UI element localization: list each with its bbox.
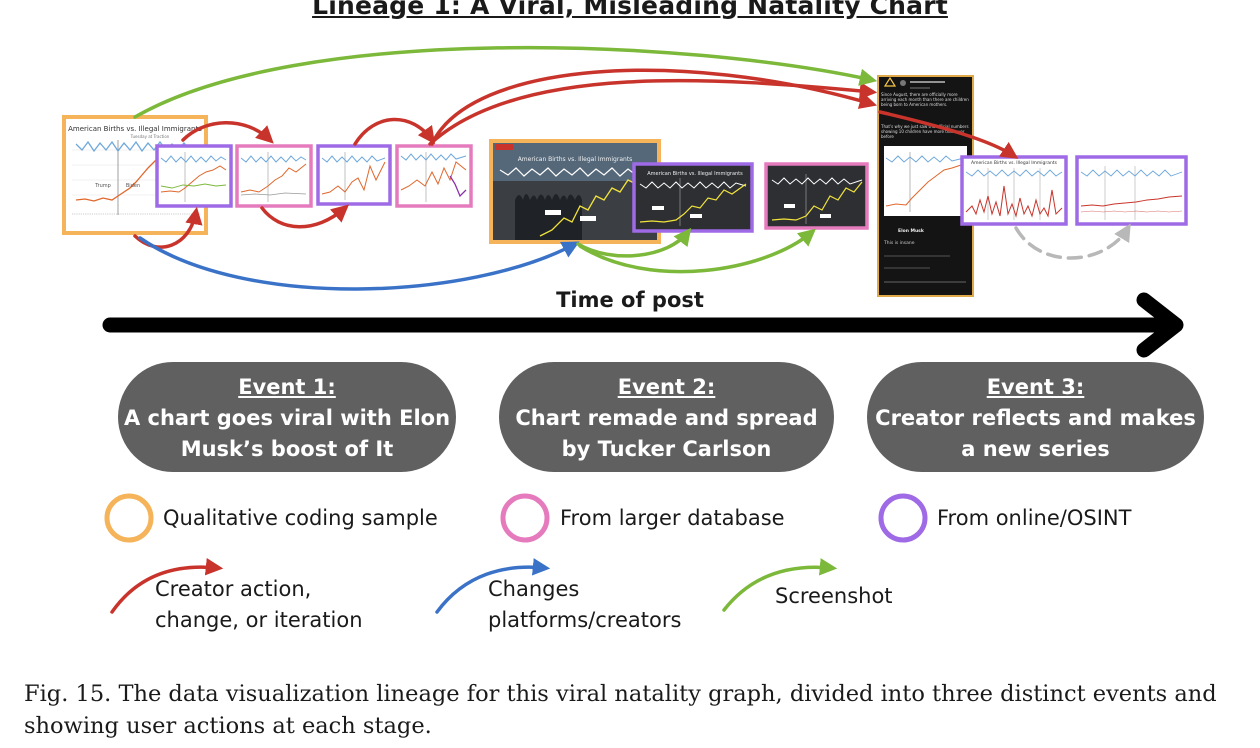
legend-arrow-blue (435, 558, 551, 614)
event-3-line2: a new series (961, 437, 1110, 461)
event-2-line1: Chart remade and spread (515, 406, 818, 430)
figure-title: Lineage 1: A Viral, Misleading Natality … (312, 0, 948, 20)
event-2-line2: by Tucker Carlson (561, 437, 772, 461)
creator-action-arrows (133, 68, 1019, 249)
new-series-title: American Births vs. Illegal Immigrants (971, 160, 1058, 166)
trump-label: Trump (94, 183, 111, 189)
thumbnail-dark-chart-2 (764, 162, 869, 230)
changes-platforms-arrow (138, 236, 580, 291)
event-2-pill: Event 2: Chart remade and spread by Tuck… (499, 362, 834, 472)
legend-symbols (104, 493, 928, 614)
thumbnail-dark-chart-1: American Births vs. Illegal Immigrants (632, 162, 754, 233)
reply-author: Elon Musk (898, 228, 925, 234)
event-1-heading: Event 1: (238, 375, 336, 399)
tweet-screenshot: Since August, there are officially more … (877, 75, 974, 297)
event-3-line1: Creator reflects and makes (875, 406, 1196, 430)
legend-label-qualitative: Qualitative coding sample (163, 506, 438, 530)
legend-circle-purple (878, 493, 928, 543)
legend-changes-line1: Changes (488, 577, 580, 601)
remake-chart-title: American Births vs. Illegal Immigrants (518, 156, 633, 163)
time-of-post-label: Time of post (556, 288, 704, 312)
thumbnail-new-series-2 (1075, 155, 1188, 226)
event-3-heading: Event 3: (986, 375, 1085, 399)
biden-label: Biden (126, 183, 140, 189)
figure-caption: Fig. 15. The data visualization lineage … (24, 681, 1217, 739)
thumbnail-iteration-2 (155, 144, 233, 208)
event-3-pill: Event 3: Creator reflects and makes a ne… (867, 362, 1204, 472)
legend-circle-pink (500, 493, 550, 543)
original-chart-subtitle: Tuesday at Traction (130, 134, 170, 139)
screenshot-arrows (133, 45, 878, 274)
lineage-diagram: American Births vs. Illegal Immigrants T… (62, 45, 1188, 614)
original-chart-title: American Births vs. Illegal Immigrants (68, 125, 202, 133)
legend-label-database: From larger database (560, 506, 785, 530)
legend-label-osint: From online/OSINT (937, 506, 1132, 530)
event-2-heading: Event 2: (617, 375, 716, 399)
legend-changes-line2: platforms/creators (488, 608, 682, 632)
dark-chart-title: American Births vs. Illegal Immigrants (647, 171, 743, 177)
thumbnail-iteration-4 (316, 144, 392, 206)
legend-arrow-green (722, 558, 838, 612)
tweet-text: Since August, there are officially more … (881, 92, 969, 107)
thumbnail-iteration-5 (395, 144, 473, 208)
legend-label-changes-platforms: Changes platforms/creators (488, 574, 681, 636)
tweet-text-2: That's why we just saw the official numb… (881, 124, 969, 139)
legend-label-creator-action: Creator action, change, or iteration (155, 574, 363, 636)
reply-text: This is insane (883, 240, 915, 246)
thumbnail-remake-photo: American Births vs. Illegal Immigrants (489, 139, 661, 244)
thumbnail-new-series-1: American Births vs. Illegal Immigrants (960, 155, 1068, 226)
legend-circle-orange (104, 493, 154, 543)
legend-creator-action-line2: change, or iteration (155, 608, 363, 632)
event-1-line2: Musk’s boost of It (180, 437, 394, 461)
legend-arrow-red (110, 558, 224, 614)
thumbnail-iteration-3 (235, 144, 313, 208)
dashed-iteration-arrow (1014, 223, 1131, 260)
legend-label-screenshot: Screenshot (775, 584, 893, 608)
event-1-line1: A chart goes viral with Elon (123, 406, 451, 430)
legend-creator-action-line1: Creator action, (155, 577, 312, 601)
timeline-arrow (102, 292, 1184, 358)
event-1-pill: Event 1: A chart goes viral with Elon Mu… (118, 362, 456, 472)
